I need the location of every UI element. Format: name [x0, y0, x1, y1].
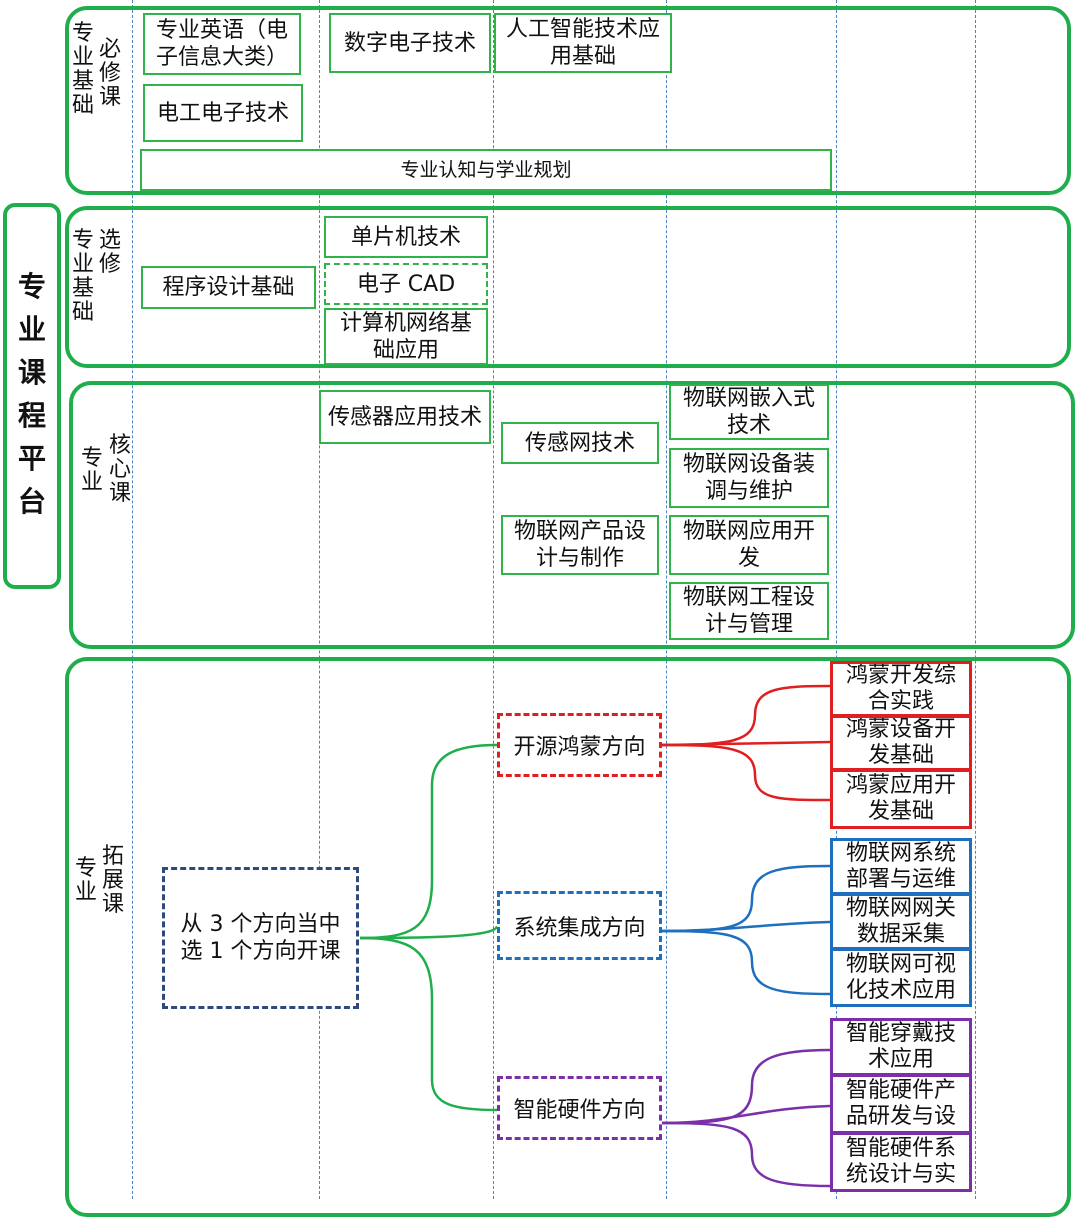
direction-harmony: 开源鸿蒙方向 — [497, 713, 662, 777]
course-harmony-app: 鸿蒙应用开发基础 — [830, 769, 972, 829]
course-digital-electronics: 数字电子技术 — [329, 13, 491, 73]
section-label-col1: 专业 — [74, 856, 97, 905]
course-harmony-device: 鸿蒙设备开发基础 — [830, 715, 972, 771]
course-sensor-network: 传感网技术 — [501, 422, 659, 464]
section-label-col2: 拓展课 — [101, 844, 124, 917]
course-iot-device: 物联网设备装调与维护 — [669, 448, 829, 508]
course-wearable: 智能穿戴技术应用 — [830, 1018, 972, 1076]
choose-direction-box: 从 3 个方向当中选 1 个方向开课 — [162, 867, 359, 1009]
direction-system-integration: 系统集成方向 — [497, 891, 662, 960]
course-computer-network: 计算机网络基础应用 — [324, 308, 488, 365]
grid-line — [319, 0, 320, 1199]
course-english: 专业英语（电子信息大类） — [143, 13, 301, 75]
course-sensor-application: 传感器应用技术 — [319, 390, 491, 444]
section-label-col1: 专业 — [80, 446, 103, 495]
section-label-col1: 专业基础 — [71, 228, 94, 325]
grid-line — [836, 0, 837, 1199]
choose-direction-text: 从 3 个方向当中选 1 个方向开课 — [180, 912, 341, 964]
direction-smart-hardware: 智能硬件方向 — [497, 1076, 662, 1140]
course-electronic-cad: 电子 CAD — [324, 263, 488, 305]
section-elective — [65, 206, 1071, 368]
course-hardware-system: 智能硬件系统设计与实 — [830, 1132, 972, 1192]
section-core — [69, 381, 1075, 649]
course-iot-deploy: 物联网系统部署与运维 — [830, 838, 972, 895]
course-iot-app-dev: 物联网应用开发 — [669, 515, 829, 575]
platform-label: 专业课程平台 — [17, 270, 46, 518]
section-label-col2: 选修 — [98, 228, 121, 277]
course-iot-gateway: 物联网网关数据采集 — [830, 893, 972, 950]
course-iot-embedded: 物联网嵌入式技术 — [669, 384, 829, 440]
course-electrical-electronics: 电工电子技术 — [143, 84, 303, 142]
course-iot-product: 物联网产品设计与制作 — [501, 515, 659, 575]
section-required — [65, 6, 1071, 195]
course-iot-visualization: 物联网可视化技术应用 — [830, 948, 972, 1007]
section-label-col2: 必修课 — [98, 37, 121, 110]
course-iot-engineering: 物联网工程设计与管理 — [669, 582, 829, 640]
course-harmony-practice: 鸿蒙开发综合实践 — [830, 661, 972, 717]
grid-line — [975, 0, 976, 1199]
section-label-col2: 核心课 — [108, 433, 131, 506]
course-orientation: 专业认知与学业规划 — [140, 149, 832, 191]
course-mcu: 单片机技术 — [324, 216, 488, 258]
grid-line — [493, 0, 494, 1199]
grid-line — [666, 0, 667, 1199]
course-programming: 程序设计基础 — [141, 266, 316, 309]
grid-line — [132, 0, 133, 1199]
course-ai-basics: 人工智能技术应用基础 — [494, 13, 672, 73]
section-label-col1: 专业基础 — [71, 21, 94, 118]
platform-box — [3, 203, 61, 589]
course-hardware-rd: 智能硬件产品研发与设 — [830, 1074, 972, 1134]
